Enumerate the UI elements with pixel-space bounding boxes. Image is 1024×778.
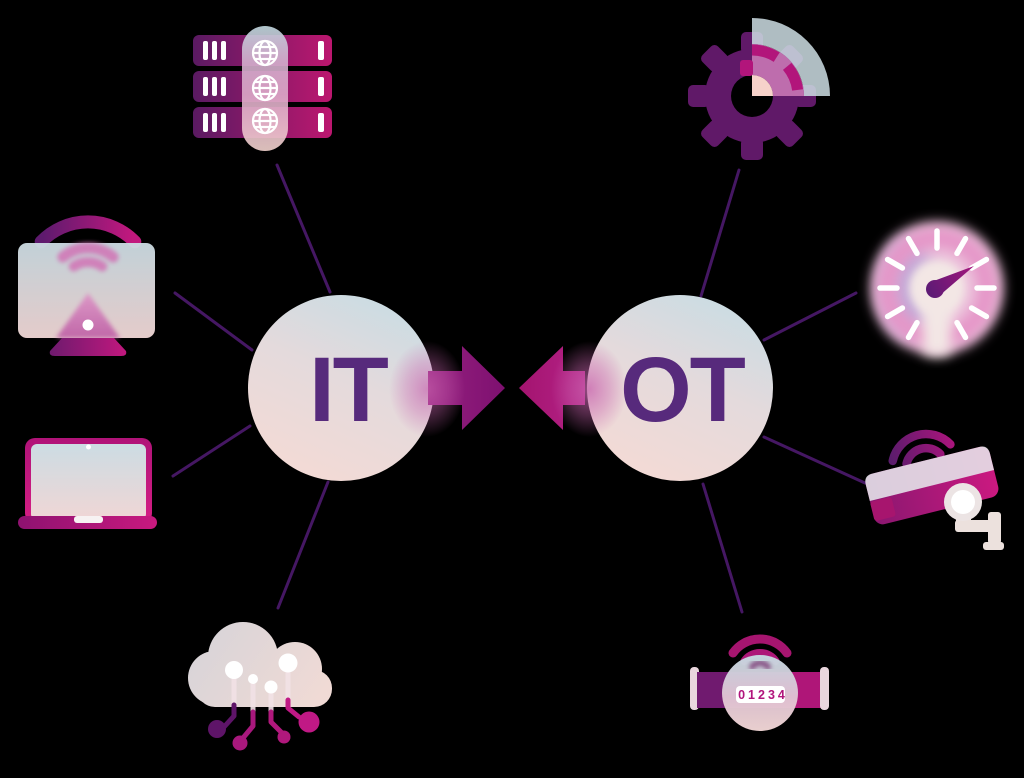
display-screen — [18, 243, 155, 338]
gear-icon — [688, 18, 830, 160]
camera-foot — [870, 497, 896, 521]
meter-reading: 01234 — [738, 688, 788, 702]
signal-dot — [82, 319, 94, 331]
server-rack-icon — [193, 26, 332, 151]
wifi-arcs-inner — [57, 242, 119, 272]
circuit-end-dots — [208, 711, 320, 751]
connector-line-ot-gear — [699, 168, 741, 298]
gauge-icon — [871, 222, 1003, 356]
circuit-nodes — [225, 653, 298, 694]
laptop-notch — [74, 516, 103, 523]
camera-body — [865, 446, 999, 525]
cloud-shape — [188, 622, 332, 707]
laptop-camera-dot — [86, 444, 91, 450]
display-stand — [49, 338, 127, 356]
ot-node: OT — [587, 295, 773, 481]
laptop-icon — [18, 438, 157, 529]
meter-display — [736, 686, 785, 703]
wifi-arc-outer-icon — [34, 215, 142, 249]
connector-line-ot-gauge — [762, 291, 858, 342]
connector-lines — [171, 163, 867, 614]
wireless-display-icon — [18, 215, 155, 356]
connector-line-it-display — [173, 291, 254, 352]
arrow-right-icon — [428, 346, 505, 430]
circuit-wires — [221, 697, 302, 741]
connector-line-it-server — [275, 163, 332, 294]
smart-meter-icon: 01234 — [690, 634, 829, 731]
junction-glows — [389, 341, 627, 437]
globe-icons — [251, 39, 279, 135]
pipe-cap-left — [690, 667, 699, 710]
connector-line-it-laptop — [171, 424, 252, 478]
server-led-slots — [203, 41, 324, 132]
ot-circle — [587, 295, 773, 481]
connector-line-ot-camera — [762, 435, 867, 485]
ot-label: OT — [620, 339, 746, 441]
wifi-arcs-camera — [888, 429, 955, 469]
gear-progress-overlay — [740, 18, 830, 97]
laptop-screen — [31, 444, 146, 520]
circuit-stems — [231, 669, 291, 715]
it-node: IT — [248, 295, 434, 481]
gauge-needle — [926, 266, 974, 298]
wifi-arc-inner-meter — [749, 660, 771, 670]
signal-triangle — [56, 293, 120, 338]
cloud-circuit-icon — [188, 622, 332, 751]
it-circle — [248, 295, 434, 481]
connector-line-ot-meter — [701, 482, 744, 614]
cctv-camera-icon — [865, 429, 1004, 550]
gauge-ticks — [877, 228, 997, 341]
pipe-cap-right — [820, 667, 829, 710]
connector-line-it-cloud — [276, 480, 330, 610]
camera-lens — [951, 490, 975, 514]
it-label: IT — [309, 339, 389, 441]
